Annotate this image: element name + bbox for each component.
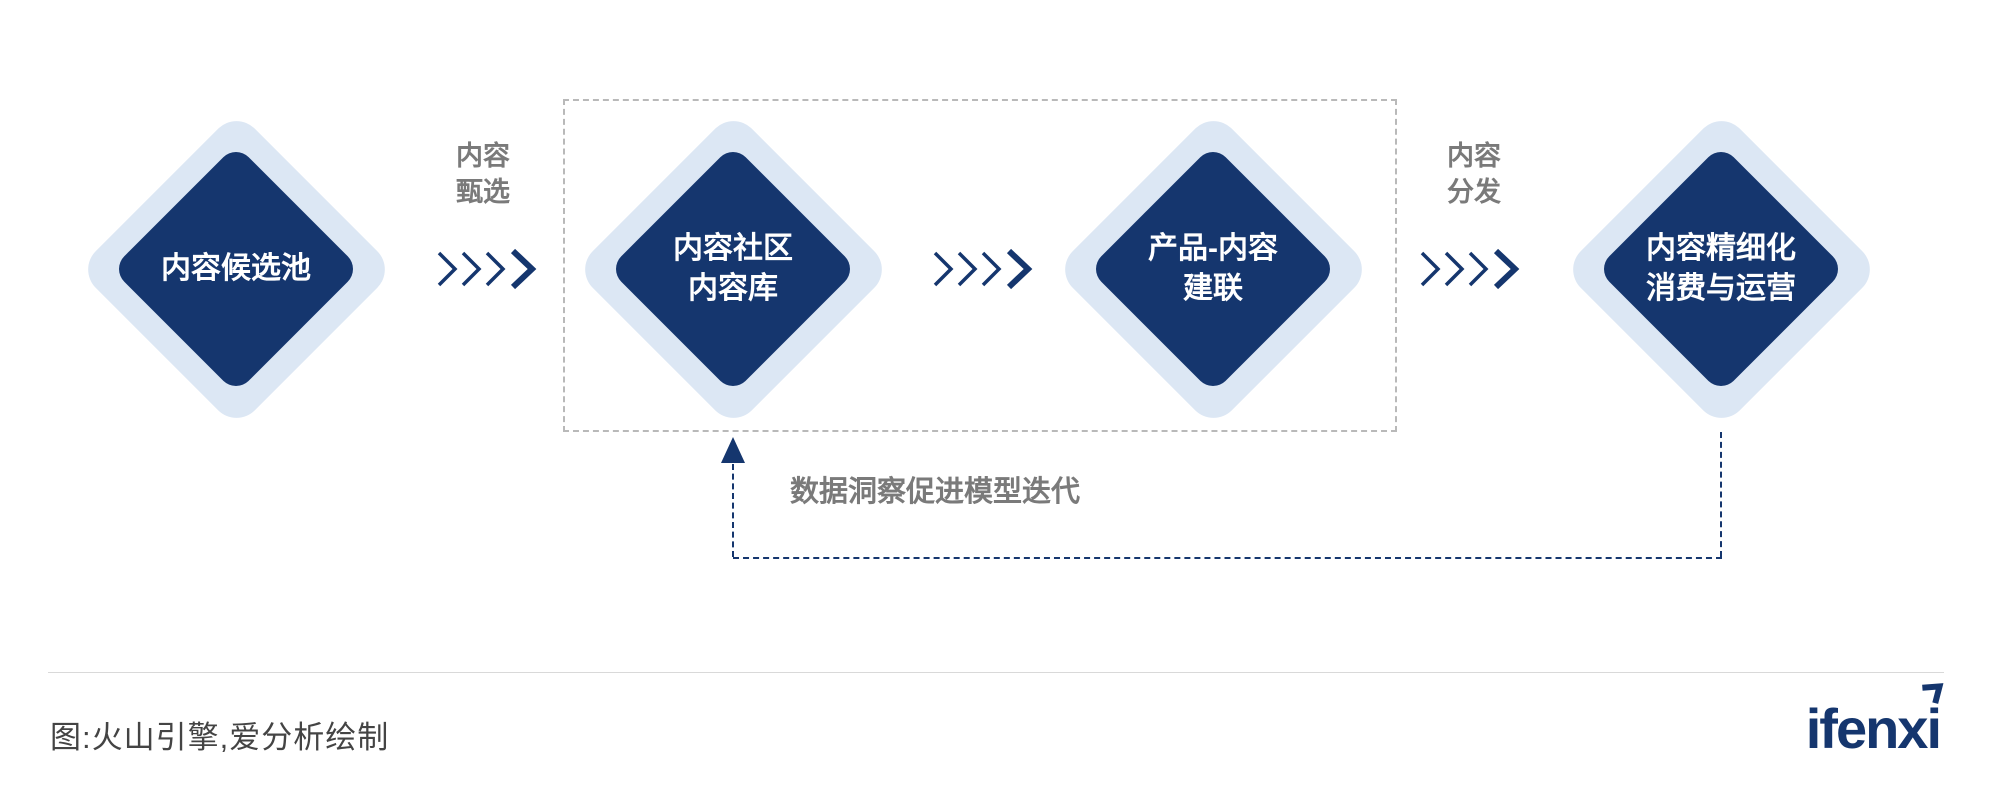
stage-label-line: 内容 — [1447, 141, 1501, 171]
node-label: 内容候选池 — [71, 104, 401, 434]
node-label: 内容社区 内容库 — [568, 104, 898, 434]
flow-node-product-content-link: 产品-内容 建联 — [1048, 104, 1378, 434]
stage-label-content-distribution: 内容 分发 — [1394, 138, 1554, 210]
pipeline-dashed-box — [563, 99, 1397, 432]
footer-caption: 图:火山引擎,爱分析绘制 — [50, 720, 390, 755]
flow-node-refined-consumption-operation: 内容精细化 消费与运营 — [1556, 104, 1886, 434]
node-text-line: 内容社区 — [673, 232, 793, 265]
node-text-line: 内容库 — [688, 272, 778, 305]
feedback-label: 数据洞察促进模型迭代 — [790, 476, 1081, 508]
flow-arrow-icon — [435, 247, 543, 291]
logo-wordmark: ifenxi — [1805, 697, 1942, 760]
node-text-line: 内容候选池 — [161, 252, 311, 285]
flow-arrow-icon — [931, 247, 1039, 291]
node-label: 产品-内容 建联 — [1048, 104, 1378, 434]
logo-arrow-icon — [1915, 673, 1955, 713]
node-text-line: 消费与运营 — [1646, 272, 1796, 305]
feedback-line-right — [1720, 432, 1722, 557]
node-label: 内容精细化 消费与运营 — [1556, 104, 1886, 434]
flow-node-content-library: 内容社区 内容库 — [568, 104, 898, 434]
footer-divider — [48, 672, 1944, 673]
stage-label-line: 内容 — [456, 141, 510, 171]
feedback-line-left — [732, 464, 734, 557]
feedback-line-bottom — [733, 557, 1722, 559]
stage-label-line: 分发 — [1447, 177, 1501, 207]
flow-node-candidate-pool: 内容候选池 — [71, 104, 401, 434]
ifenxi-logo: ifenxi — [1805, 683, 1944, 764]
flow-arrow-icon — [1418, 247, 1526, 291]
stage-label-content-selection: 内容 甄选 — [403, 138, 563, 210]
node-text-line: 内容精细化 — [1646, 232, 1796, 265]
stage-label-line: 甄选 — [456, 177, 510, 207]
node-text-line: 产品-内容 — [1148, 232, 1278, 265]
node-text-line: 建联 — [1183, 272, 1243, 305]
feedback-arrowhead-icon — [721, 437, 745, 463]
